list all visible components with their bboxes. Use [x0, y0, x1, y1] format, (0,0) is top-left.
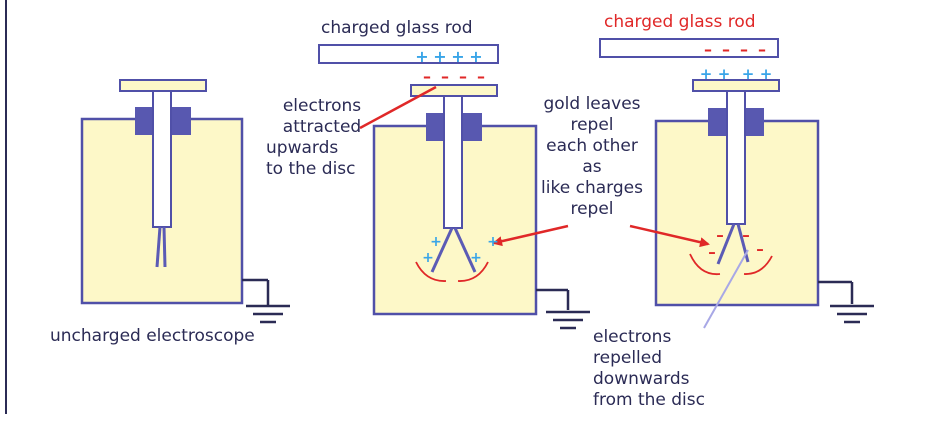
line: electrons	[593, 327, 672, 347]
negative-charge: –	[716, 226, 724, 244]
line: upwards	[266, 138, 339, 158]
pointer-electrons-repelled	[703, 249, 749, 329]
gold-leaf-right	[162, 226, 167, 268]
negative-charge: –	[477, 67, 485, 86]
negative-charge: –	[742, 226, 750, 244]
earth-symbol	[242, 278, 290, 324]
gold-leaf-left	[155, 226, 162, 268]
metal-rod	[726, 90, 746, 225]
line: each other	[546, 136, 638, 156]
electroscope-right	[599, 38, 874, 324]
disc	[119, 79, 207, 92]
line: from the disc	[593, 390, 705, 410]
repulsion-arc-left	[415, 261, 447, 282]
positive-charge: +	[430, 234, 442, 250]
label-gold-leaves: gold leaves repel each other as like cha…	[522, 94, 662, 220]
gold-leaf-left	[430, 227, 454, 273]
negative-charge: –	[758, 40, 766, 59]
positive-charge: +	[422, 250, 434, 266]
glass-rod-middle	[318, 44, 499, 64]
line: attracted	[282, 117, 362, 137]
gold-leaf-right	[453, 227, 477, 273]
line: electrons	[282, 96, 362, 116]
negative-charge: –	[423, 67, 431, 86]
negative-charge: –	[441, 67, 449, 86]
label-rod-middle: charged glass rod	[321, 18, 473, 38]
positive-charge: +	[487, 234, 499, 250]
positive-charge: +	[469, 47, 482, 66]
positive-charge: +	[451, 47, 464, 66]
positive-charge: +	[433, 47, 446, 66]
positive-charge: +	[700, 65, 713, 83]
label-electrons-repelled: electrons repelled downwards from the di…	[593, 327, 705, 411]
negative-charge: –	[708, 243, 716, 261]
negative-charge: –	[740, 40, 748, 59]
gold-leaf-right	[736, 223, 750, 263]
arrow-to-right-leaves	[629, 224, 710, 248]
positive-charge: +	[415, 47, 428, 66]
positive-charge: +	[718, 65, 731, 83]
negative-charge: –	[756, 240, 764, 258]
positive-charge: +	[742, 65, 755, 83]
line: gold leaves	[543, 94, 641, 114]
positive-charge: +	[470, 250, 482, 266]
line: downwards	[593, 369, 690, 389]
label-electrons-attracted: electrons attracted upwards to the disc	[262, 96, 382, 180]
glass-rod-right	[599, 38, 779, 58]
repulsion-arc-right	[457, 261, 489, 282]
electroscope-uncharged	[80, 79, 290, 324]
repulsion-arc-right	[743, 255, 773, 275]
negative-charge: –	[722, 40, 730, 59]
label-rod-right: charged glass rod	[604, 12, 756, 32]
line: repel	[570, 115, 614, 135]
gold-leaf-left	[716, 223, 736, 265]
line: to the disc	[266, 159, 356, 179]
metal-rod	[152, 90, 172, 228]
arrow-to-middle-leaves	[492, 224, 569, 247]
negative-charge: –	[704, 40, 712, 59]
pointer-electrons-attracted	[359, 85, 437, 130]
electroscope-middle	[318, 44, 590, 330]
charge-symbols: ++++––––++++––––++++––––	[415, 40, 772, 266]
line: as	[582, 157, 602, 177]
line: like charges	[541, 178, 643, 198]
earth-symbol	[818, 280, 874, 324]
positive-charge: +	[760, 65, 773, 83]
earth-symbol	[536, 288, 590, 330]
negative-charge: –	[459, 67, 467, 86]
line: repel	[570, 199, 614, 219]
label-uncharged: uncharged electroscope	[50, 326, 255, 346]
metal-rod	[443, 95, 463, 229]
repulsion-arc-left	[689, 253, 721, 276]
line: repelled	[593, 348, 663, 368]
